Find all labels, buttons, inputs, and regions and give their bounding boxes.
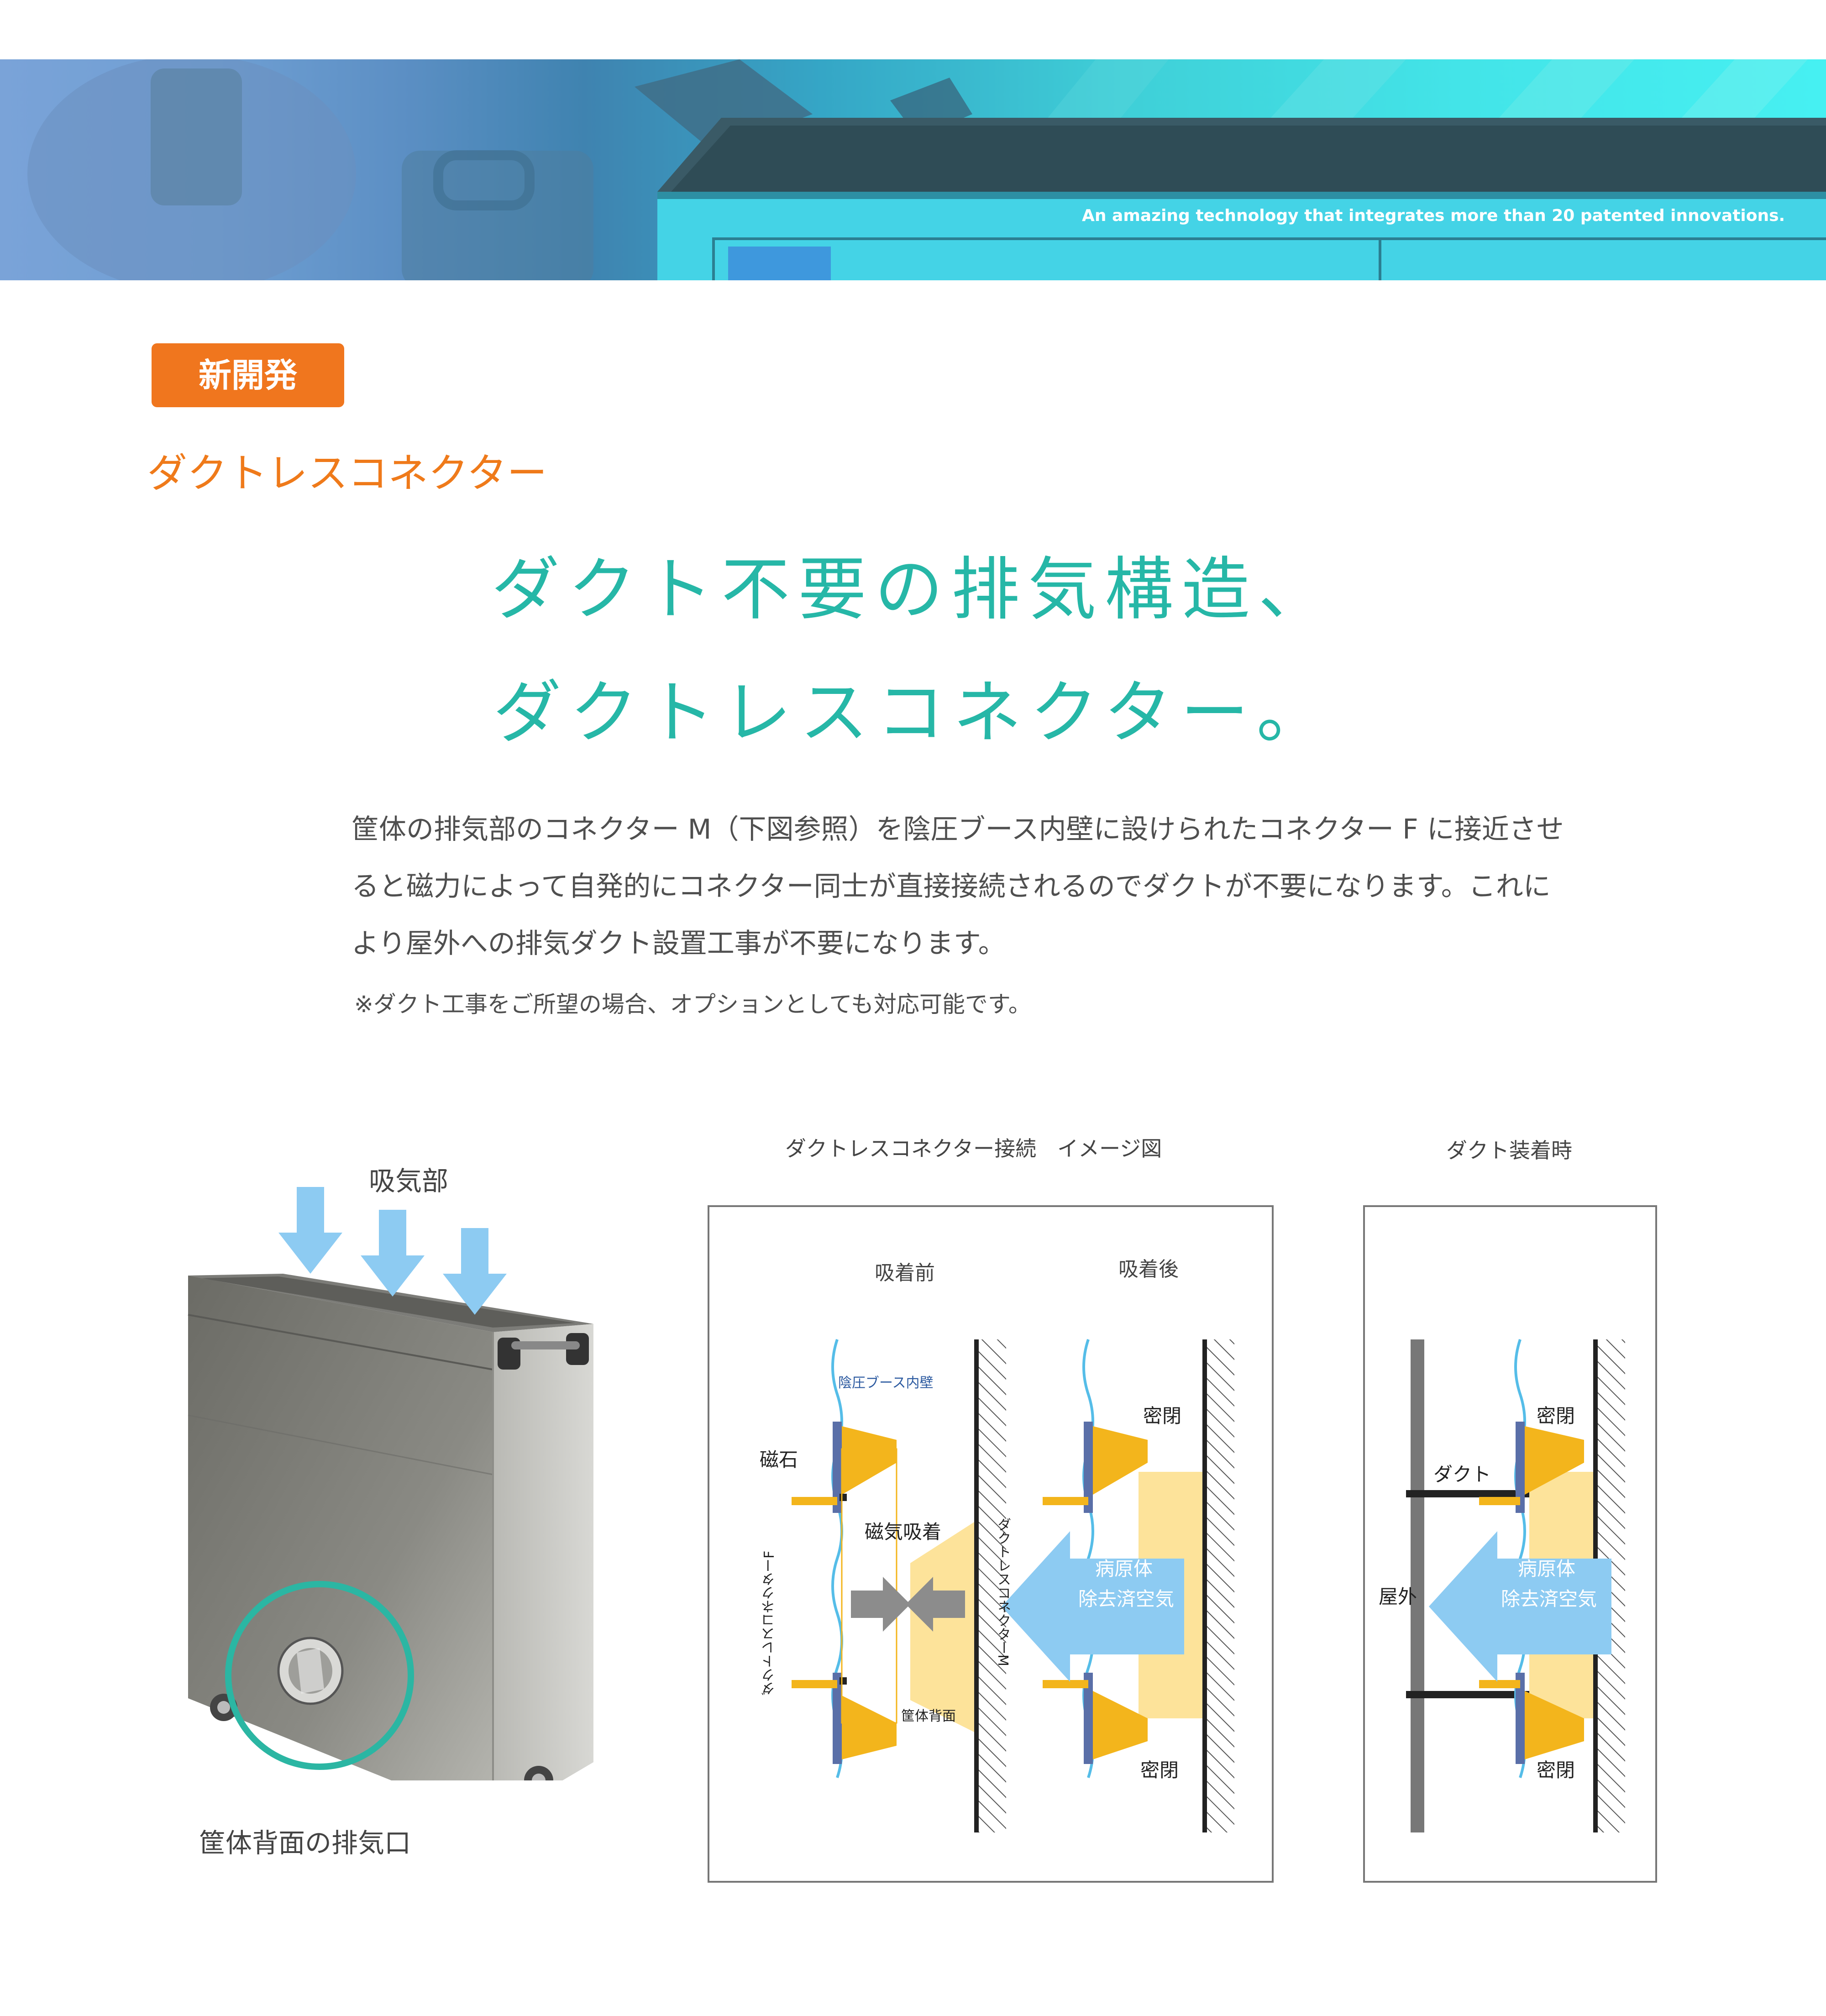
duct-diagram <box>1406 1339 1625 1832</box>
hero-banner: An amazing technology that integrates mo… <box>0 59 1826 280</box>
banner-machine-illustration <box>27 59 1826 280</box>
connection-diagram-title: ダクトレスコネクター接続 イメージ図 <box>785 1136 1162 1161</box>
duct-diagram-frame: 密閉 密閉 ダクト 屋外 病原体 除去済空気 <box>1363 1205 1657 1883</box>
sealed-bottom-label: 密閉 <box>1140 1759 1179 1781</box>
housing-back-label: 筐体背面 <box>901 1708 956 1724</box>
description-note: ※ダクト工事をご所望の場合、オプションとしても対応可能です。 <box>354 991 1031 1018</box>
connection-diagram-frame: 吸着前 吸着後 陰圧ブース内壁 磁石 磁気吸着 ダクトレスコネクターF ダクトレ… <box>708 1205 1274 1883</box>
after-attachment-label: 吸着後 <box>1118 1258 1179 1281</box>
headline-line-1: ダクト不要の排気構造、 <box>491 550 1335 630</box>
duct-airflow-label-line-1: 病原体 <box>1517 1558 1575 1580</box>
connector-f-label: ダクトレスコネクターF <box>761 1550 777 1696</box>
magnet-label: 磁石 <box>760 1449 798 1471</box>
airflow-label: 病原体 除去済空気 <box>1078 1554 1175 1614</box>
description-line-3: より屋外への排気ダクト設置工事が不要になります。 <box>352 928 1006 960</box>
intake-label: 吸気部 <box>369 1166 449 1197</box>
booth-wall-label: 陰圧ブース内壁 <box>838 1375 934 1391</box>
airflow-label-line-1: 病原体 <box>1095 1558 1153 1580</box>
duct-airflow-label: 病原体 除去済空気 <box>1501 1554 1597 1614</box>
banner-tagline: An amazing technology that integrates mo… <box>1082 206 1785 225</box>
new-development-badge: 新開発 <box>152 343 344 407</box>
connector-m-label: ダクトレスコネクターM <box>995 1517 1011 1666</box>
outdoor-label: 屋外 <box>1379 1586 1417 1608</box>
airflow-label-line-2: 除去済空気 <box>1078 1588 1175 1610</box>
magnetic-attraction-label: 磁気吸着 <box>865 1521 942 1543</box>
duct-diagram-title: ダクト装着時 <box>1446 1138 1572 1163</box>
exhaust-port-label: 筐体背面の排気口 <box>199 1827 411 1858</box>
headline-line-2: ダクトレスコネクター。 <box>493 673 1333 753</box>
product-cabinet-illustration <box>188 1187 593 1780</box>
description-line-2: ると磁力によって自発的にコネクター同士が直接接続されるのでダクトが不要になります… <box>352 871 1551 903</box>
duct-label: ダクト <box>1433 1463 1491 1486</box>
duct-sealed-bottom-label: 密閉 <box>1537 1759 1575 1781</box>
duct-sealed-top-label: 密閉 <box>1537 1405 1575 1427</box>
connection-diagram <box>792 1339 1234 1832</box>
duct-airflow-label-line-2: 除去済空気 <box>1501 1588 1597 1610</box>
sealed-top-label: 密閉 <box>1143 1405 1182 1427</box>
section-subtitle: ダクトレスコネクター <box>147 450 547 497</box>
description-line-1: 筐体の排気部のコネクター M（下図参照）を陰圧ブース内壁に設けられたコネクター … <box>352 814 1564 845</box>
before-attachment-label: 吸着前 <box>875 1261 935 1285</box>
